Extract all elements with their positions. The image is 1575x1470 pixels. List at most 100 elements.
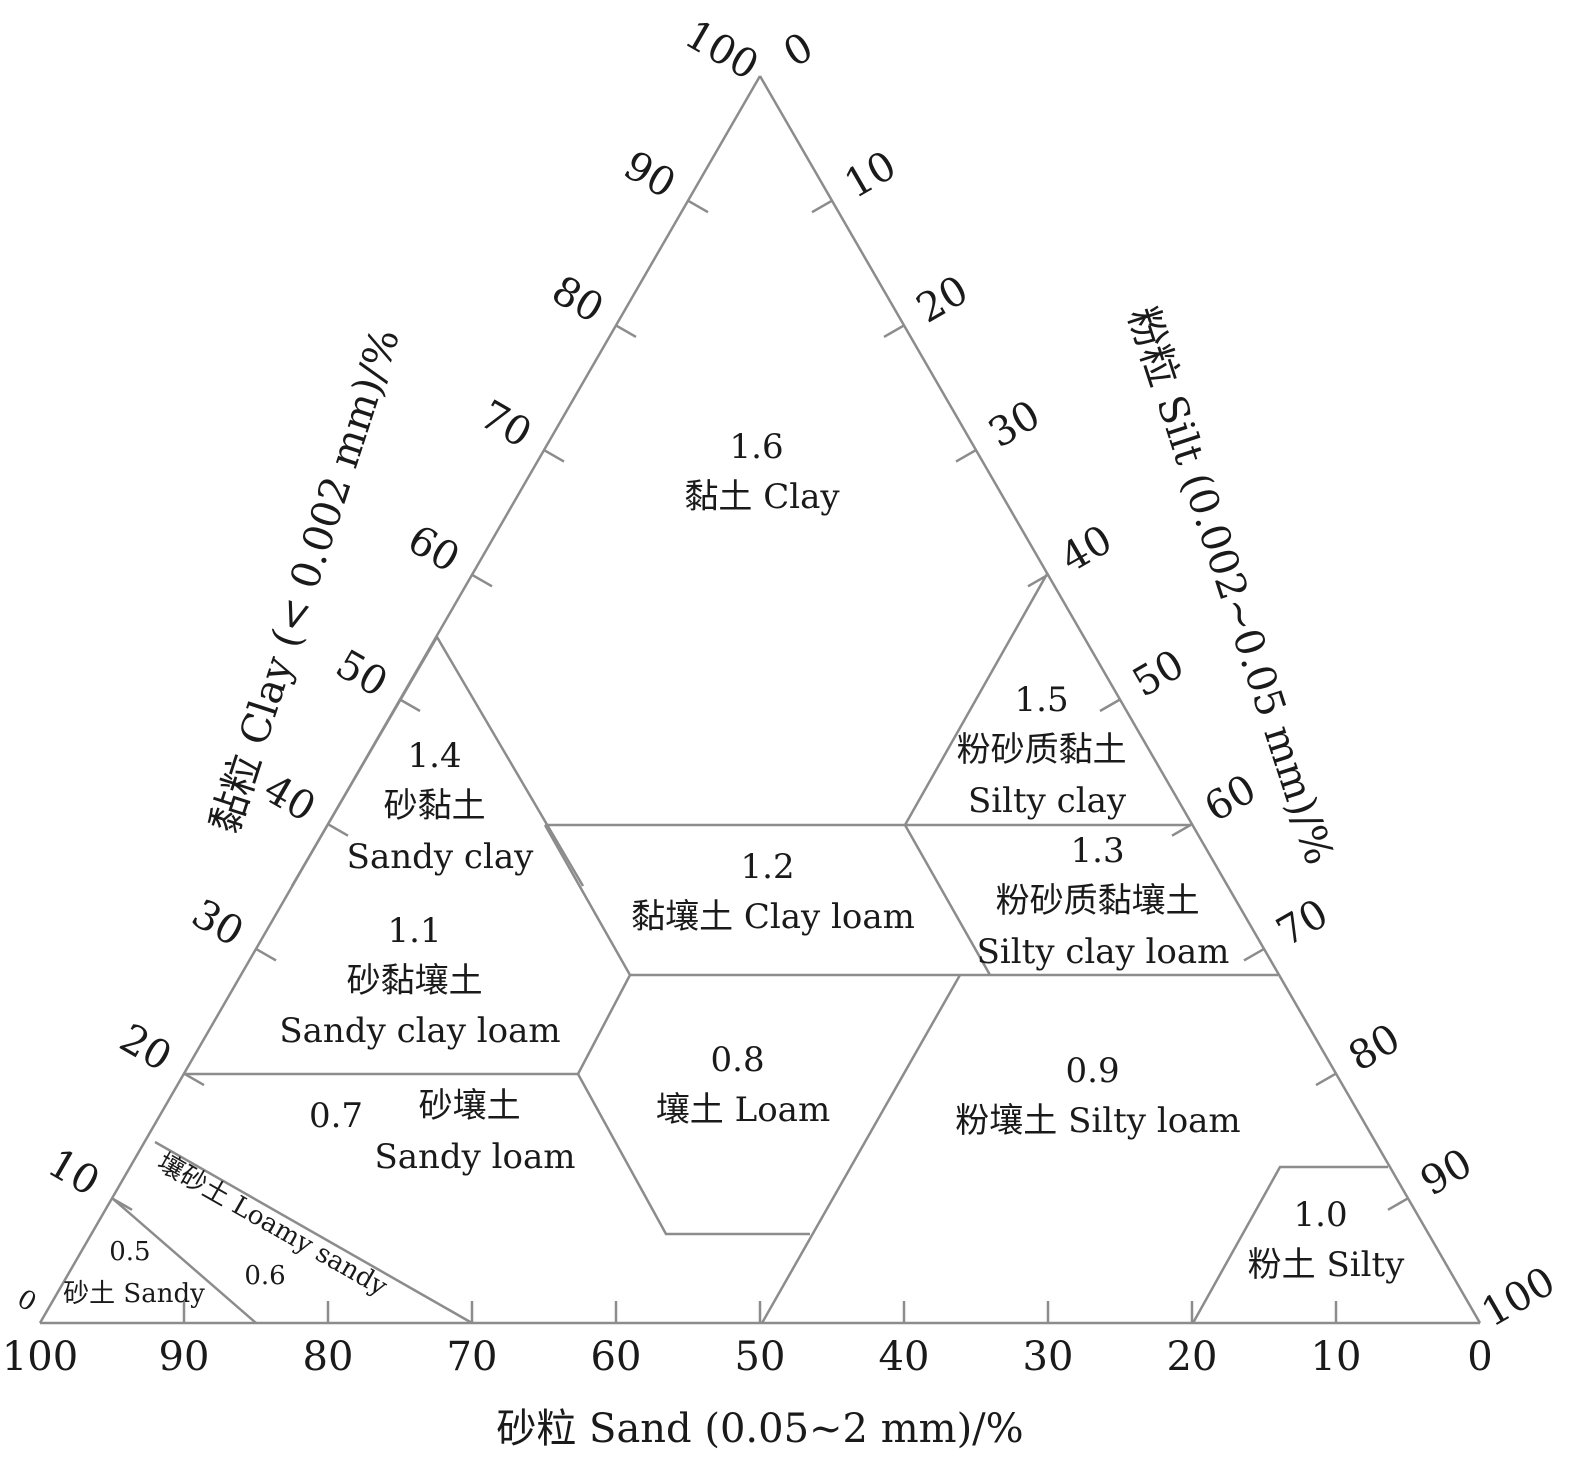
region-silty-loam-value: 0.9 [1066, 1051, 1120, 1091]
sand-tick-label: 80 [303, 1334, 354, 1380]
region-silty-clay-value: 1.5 [1015, 680, 1069, 720]
region-clay-loam-name: 黏壤土 Clay loam [631, 897, 915, 937]
class-boundaries [111, 573, 1388, 1325]
region-silty-clay-en: Silty clay [968, 781, 1127, 821]
sand-tick-label: 40 [879, 1334, 930, 1380]
region-clay-name: 黏土 Clay [684, 477, 840, 517]
clay-tick-label: 50 [328, 641, 395, 706]
silt-tick-label: 90 [1413, 1140, 1480, 1205]
sand-tick-label: 90 [159, 1334, 210, 1380]
silt-tick-mark [883, 324, 905, 338]
silt-tick-label: 60 [1197, 766, 1264, 831]
clay-tick-mark [255, 947, 277, 962]
region-silty-clay-zh: 粉砂质黏土 [957, 730, 1127, 770]
region-sandy-name: 砂土 Sandy [63, 1279, 205, 1309]
clay-tick-mark [543, 449, 565, 463]
clay-tick-label: 60 [400, 517, 467, 582]
region-clay-loam-value: 1.2 [741, 847, 795, 887]
region-silty-clay-loam: 1.3 粉砂质黏壤土 Silty clay loam [977, 831, 1230, 972]
clay-tick-label: 70 [472, 392, 539, 457]
boundary-loam-left [543, 824, 810, 1236]
region-sandy: 0.5 砂土 Sandy [63, 1237, 205, 1309]
boundary-clay-loam [903, 824, 992, 976]
region-sandy-loam-en: Sandy loam [374, 1137, 575, 1177]
region-sandy-clay-loam-value: 1.1 [388, 911, 442, 951]
silt-tick-mark [1315, 1072, 1337, 1087]
sand-tick-label: 100 [2, 1334, 78, 1380]
region-silty: 1.0 粉土 Silty [1248, 1195, 1406, 1285]
silt-tick-label: 40 [1053, 517, 1120, 582]
boundary-silty-clay [903, 573, 1049, 826]
region-sandy-loam: 砂壤土 Sandy loam [374, 1086, 575, 1177]
silt-tick-mark [1099, 698, 1121, 713]
tick-marks [111, 199, 1409, 1323]
region-loamy-sandy-value: 0.6 [244, 1261, 285, 1291]
clay-tick-label: 0 [12, 1284, 41, 1318]
region-silty-clay-loam-value: 1.3 [1071, 831, 1125, 871]
region-loam-name: 壤土 Loam [656, 1090, 830, 1130]
sand-tick-label: 10 [1311, 1334, 1362, 1380]
silt-tick-label: 30 [981, 392, 1048, 457]
clay-tick-label: 100 [677, 11, 766, 89]
silt-tick-label: 10 [837, 142, 904, 207]
clay-tick-mark [687, 199, 709, 214]
region-sandy-clay-loam-en: Sandy clay loam [279, 1011, 560, 1051]
clay-tick-mark [471, 573, 493, 588]
region-silty-clay-loam-zh: 粉砂质黏壤土 [996, 881, 1200, 921]
region-silty-loam: 0.9 粉壤土 Silty loam [955, 1051, 1240, 1141]
boundary-loamy-sandy-sandy-loam [154, 1140, 473, 1325]
region-silty-name: 粉土 Silty [1248, 1245, 1406, 1285]
silt-tick-mark [811, 199, 833, 214]
region-sandy-loam-zh: 砂壤土 [419, 1086, 521, 1126]
region-silty-loam-name: 粉壤土 Silty loam [955, 1101, 1240, 1141]
silt-tick-label: 20 [909, 267, 976, 332]
silt-tick-label: 0 [776, 24, 821, 77]
clay-tick-mark [183, 1072, 205, 1087]
sand-tick-label: 60 [591, 1334, 642, 1380]
region-sandy-value: 0.5 [109, 1237, 150, 1267]
boundary-sandy-loamy-sandy [111, 1197, 257, 1324]
region-sandy-clay-loam: 1.1 砂黏壤土 Sandy clay loam [279, 911, 560, 1051]
clay-tick-label: 30 [184, 891, 251, 956]
region-silty-clay: 1.5 粉砂质黏土 Silty clay [957, 680, 1138, 821]
boundary-silty-loam-left [760, 974, 962, 1324]
clay-tick-mark [399, 698, 421, 713]
sand-tick-label: 30 [1023, 1334, 1074, 1380]
region-sandy-clay-en: Sandy clay [347, 837, 534, 877]
sand-tick-label: 50 [735, 1334, 786, 1380]
clay-axis-title: 黏粒 Clay (< 0.002 mm)/% [202, 323, 409, 839]
clay-tick-label: 80 [544, 267, 611, 332]
sand-tick-label: 0 [1467, 1334, 1492, 1380]
region-sandy-clay-zh: 砂黏土 [384, 786, 486, 826]
silt-tick-label: 80 [1341, 1015, 1408, 1080]
region-sandy-clay-value: 1.4 [408, 736, 462, 776]
region-silty-clay-loam-en: Silty clay loam [977, 932, 1230, 972]
region-sandy-clay: 1.4 砂黏土 Sandy clay [347, 736, 534, 877]
region-clay-loam: 1.2 黏壤土 Clay loam [631, 847, 915, 937]
silt-tick-mark [1387, 1197, 1409, 1211]
clay-tick-label: 10 [40, 1140, 107, 1205]
region-silty-value: 1.0 [1294, 1195, 1348, 1235]
sand-tick-label: 70 [447, 1334, 498, 1380]
silt-tick-mark [1243, 947, 1265, 962]
region-clay-value: 1.6 [730, 427, 784, 467]
region-loam: 0.8 壤土 Loam [656, 1040, 830, 1130]
clay-tick-mark [615, 324, 637, 338]
silt-tick-label: 70 [1269, 891, 1336, 956]
region-sandy-loam-value: 0.7 [309, 1096, 363, 1136]
clay-tick-label: 90 [616, 142, 683, 207]
boundary-silty [1191, 1165, 1388, 1324]
silt-tick-label: 50 [1125, 641, 1192, 706]
boundary-sandy-clay [290, 634, 585, 887]
region-sandy-clay-loam-zh: 砂黏壤土 [347, 961, 483, 1001]
sand-tick-label: 20 [1167, 1334, 1218, 1380]
clay-tick-mark [327, 823, 349, 837]
region-loam-value: 0.8 [711, 1040, 765, 1080]
silt-tick-label: 100 [1474, 1258, 1563, 1336]
sand-axis-title: 砂粒 Sand (0.05~2 mm)/% [496, 1406, 1023, 1452]
region-clay: 1.6 黏土 Clay [684, 427, 840, 517]
silt-tick-mark [955, 449, 977, 463]
clay-tick-label: 20 [112, 1015, 179, 1080]
